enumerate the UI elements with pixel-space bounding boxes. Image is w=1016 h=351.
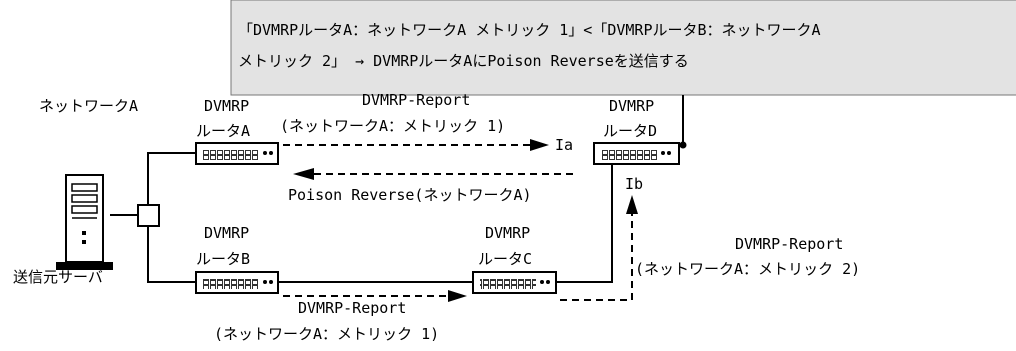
network-links xyxy=(110,152,613,283)
callout-background xyxy=(230,0,1016,96)
report-b-to-c-label-1: DVMRP-Report xyxy=(298,299,406,317)
router-b-icon xyxy=(195,271,279,294)
router-a-label-1: DVMRP xyxy=(204,97,249,115)
report-a-to-d-label-2: (ネットワークA：メトリック 1) xyxy=(280,117,505,135)
report-c-to-d-label-1: DVMRP-Report xyxy=(735,235,843,253)
link-hub-to-router-a xyxy=(147,152,196,205)
callout-line-1: 「DVMRPルータA：ネットワークA メトリック 1」<「DVMRPルータB：ネ… xyxy=(238,21,821,39)
router-d-label-1: DVMRP xyxy=(609,97,654,115)
server-label: 送信元サーバ xyxy=(13,268,103,286)
router-c-label-1: DVMRP xyxy=(485,224,530,242)
link-router-c-to-d xyxy=(556,163,613,283)
poison-reverse-label: Poison Reverse(ネットワークA) xyxy=(288,186,532,204)
router-c-label-2: ルータC xyxy=(478,250,532,268)
arrow-heads xyxy=(293,139,638,302)
interface-ia-label: Ia xyxy=(555,136,573,154)
report-b-to-c-label-2: (ネットワークA：メトリック 1) xyxy=(214,325,439,343)
arrowhead-b-to-c xyxy=(448,290,467,302)
callout-box: 「DVMRPルータA：ネットワークA メトリック 1」<「DVMRPルータB：ネ… xyxy=(230,0,1016,149)
arrowhead-c-to-d xyxy=(626,195,638,214)
router-a-label-2: ルータA xyxy=(196,122,250,140)
network-hub xyxy=(137,204,160,227)
callout-pointer-dot xyxy=(679,141,687,149)
router-b-label-1: DVMRP xyxy=(204,224,249,242)
report-a-to-d-label-1: DVMRP-Report xyxy=(362,91,470,109)
router-c-icon xyxy=(472,271,557,294)
arrow-report-c-to-d xyxy=(560,214,633,301)
link-hub-to-router-b xyxy=(147,225,196,283)
network-label: ネットワークA xyxy=(39,97,138,115)
router-d-icon xyxy=(593,142,680,165)
arrowhead-poison xyxy=(293,168,314,180)
message-arrows xyxy=(283,144,633,301)
report-c-to-d-label-2: (ネットワークA：メトリック 2) xyxy=(635,260,860,278)
router-b-label-2: ルータB xyxy=(196,250,250,268)
interface-ib-label: Ib xyxy=(625,175,643,193)
arrowhead-a-to-d xyxy=(530,139,549,151)
router-a-icon xyxy=(195,142,279,165)
callout-line-2: メトリック 2」 → DVMRPルータAにPoison Reverseを送信する xyxy=(238,52,689,70)
source-server-icon xyxy=(56,174,113,270)
router-d-label-2: ルータD xyxy=(603,122,657,140)
